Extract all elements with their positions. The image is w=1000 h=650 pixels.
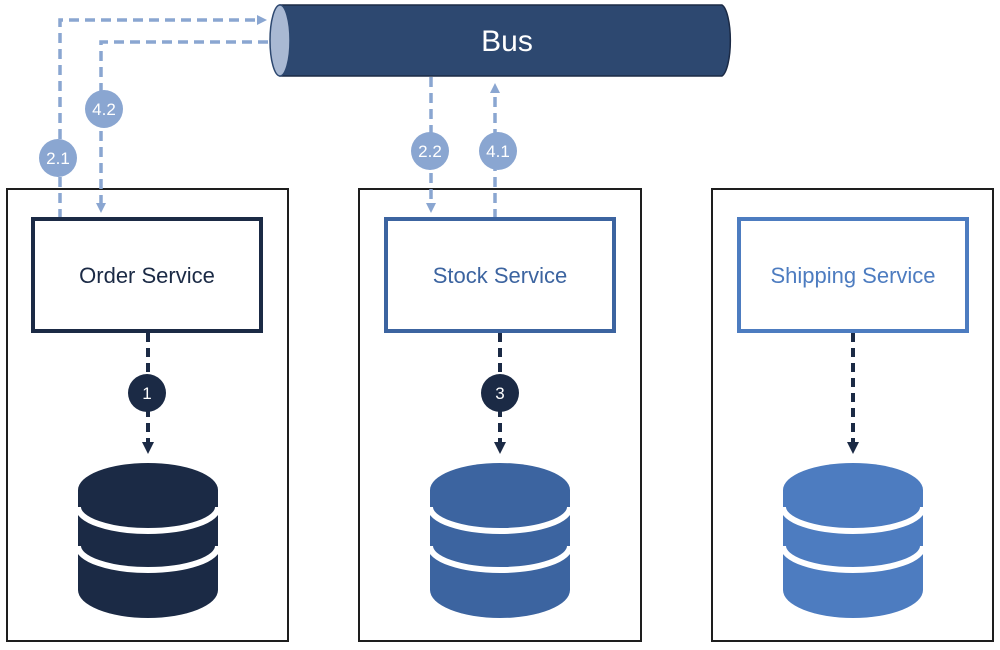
bus-left-end [269, 4, 291, 77]
step-badge-3: 3 [481, 374, 519, 412]
svg-text:4.1: 4.1 [486, 142, 510, 161]
step-badge-1: 1 [128, 374, 166, 412]
stock-service-box [384, 217, 616, 333]
bus-label: Bus [481, 25, 533, 58]
step-badge-2-2: 2.2 [411, 132, 449, 170]
step-badge-2-1: 2.1 [39, 139, 77, 177]
svg-text:2.2: 2.2 [418, 142, 442, 161]
bus: Bus [269, 4, 732, 77]
svg-text:2.1: 2.1 [46, 149, 70, 168]
order-service-label: Order Service [79, 263, 215, 288]
stock-database-icon [427, 463, 573, 618]
order-database-icon [75, 463, 221, 618]
svg-text:3: 3 [495, 384, 504, 403]
shipping-service-label: Shipping Service [770, 263, 935, 288]
shipping-database-icon [780, 463, 926, 618]
step-badge-4-1: 4.1 [479, 132, 517, 170]
svg-text:1: 1 [142, 384, 151, 403]
svg-text:4.2: 4.2 [92, 100, 116, 119]
order-service-box [31, 217, 263, 333]
step-badge-4-2: 4.2 [85, 90, 123, 128]
bus-body [279, 4, 732, 77]
stock-service-label: Stock Service [433, 263, 568, 288]
arrow-4-2 [96, 40, 268, 213]
shipping-service-box [737, 217, 969, 333]
